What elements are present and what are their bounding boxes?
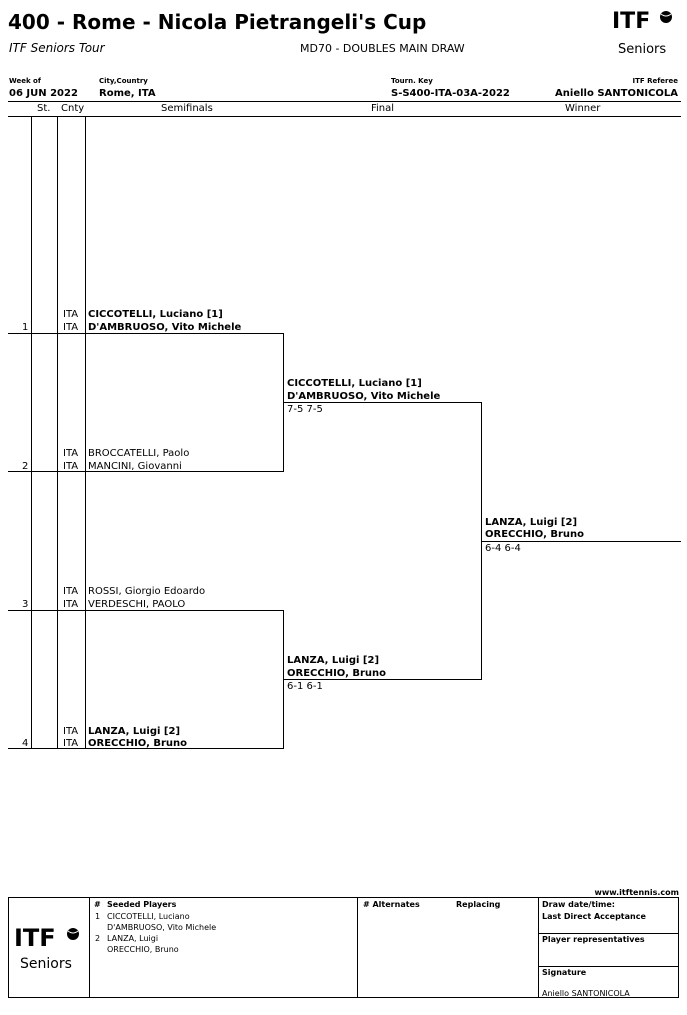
entry-1-cnty-1: ITA [63,309,79,320]
entry-4-number: 4 [22,738,29,749]
entry-4-line [8,748,284,749]
draw-date-label: Draw date/time: [542,900,615,909]
header-rule-bottom [8,116,681,117]
winner-player-2: ORECCHIO, Bruno [485,529,585,540]
winner-player-1: LANZA, Luigi [2] [485,517,578,528]
referee-value: Aniello SANTONICOLA [555,88,678,99]
alternates-title: # Alternates [363,900,420,909]
entry-3-line [8,610,284,611]
entry-2-player-2: MANCINI, Giovanni [88,461,182,472]
footer-box [8,897,679,998]
entry-3-player-2: VERDESCHI, PAOLO [88,599,186,610]
cnty-col-rule-right [85,116,86,749]
semifinal-1-connector [283,333,284,472]
last-direct-acceptance-label: Last Direct Acceptance [542,912,646,921]
seed-2-player-a: LANZA, Luigi [107,934,159,943]
seed-2-player-b: ORECCHIO, Bruno [107,945,179,954]
final-2-line [284,679,482,680]
tourn-key-value: S-S400-ITA-03A-2022 [391,88,510,99]
final-1-line [284,402,482,403]
winner-line [482,541,681,542]
entry-2-number: 2 [22,461,29,472]
replacing-title: Replacing [456,900,501,909]
signature-label: Signature [542,968,587,977]
city-label: City,Country [99,77,148,85]
entry-2-player-1: BROCCATELLI, Paolo [88,448,190,459]
logo-seniors-text: Seniors [618,42,667,57]
col-winner: Winner [565,103,601,114]
draw-name: MD70 - DOUBLES MAIN DRAW [300,42,465,55]
itf-seniors-logo: ITF Seniors [612,9,674,59]
footer-itf-seniors-logo: ITF Seniors [14,924,84,976]
entry-2-cnty-2: ITA [63,461,79,472]
logo-itf-text: ITF [612,9,651,34]
city-value: Rome, ITA [99,88,156,99]
entry-3-cnty-2: ITA [63,599,79,610]
entry-2-cnty-1: ITA [63,448,79,459]
entry-4-player-2: ORECCHIO, Bruno [88,738,188,749]
footer-hrule-2 [538,966,679,967]
header-rule-top [8,101,681,102]
final-2-player-2: ORECCHIO, Bruno [287,668,387,679]
final-2-score: 6-1 6-1 [287,681,323,692]
footer-divider-1 [89,897,90,998]
week-value: 06 JUN 2022 [9,88,78,99]
player-representatives-label: Player representatives [542,935,645,944]
footer-logo-itf-text: ITF [14,924,56,952]
footer-divider-2 [357,897,358,998]
final-connector [481,402,482,680]
entry-1-line [8,333,284,334]
footer-tennis-ball-icon [67,928,79,940]
tournament-title: 400 - Rome - Nicola Pietrangeli's Cup [8,10,427,34]
col-st: St. [37,103,51,114]
entry-1-player-2: D'AMBRUOSO, Vito Michele [88,322,242,333]
entry-4-player-1: LANZA, Luigi [2] [88,726,181,737]
entry-4-cnty-1: ITA [63,726,79,737]
final-1-player-2: D'AMBRUOSO, Vito Michele [287,391,441,402]
final-1-score: 7-5 7-5 [287,404,323,415]
entry-1-number: 1 [22,322,29,333]
footer-hrule-1 [538,933,679,934]
col-cnty: Cnty [61,103,85,114]
seed-1-number: 1 [95,912,101,921]
st-col-rule [31,116,32,749]
seeded-title: Seeded Players [107,900,177,909]
tennis-ball-icon [660,11,672,23]
final-2-player-1: LANZA, Luigi [2] [287,655,380,666]
website-link[interactable]: www.itftennis.com [594,888,679,897]
entry-3-number: 3 [22,599,29,610]
winner-score: 6-4 6-4 [485,543,521,554]
footer-divider-3 [538,897,539,998]
tour-subtitle: ITF Seniors Tour [9,41,105,55]
referee-label: ITF Referee [632,77,678,85]
entry-1-player-1: CICCOTELLI, Luciano [1] [88,309,223,320]
final-1-player-1: CICCOTELLI, Luciano [1] [287,378,422,389]
seed-2-number: 2 [95,934,101,943]
entry-3-cnty-1: ITA [63,586,79,597]
col-semifinals: Semifinals [161,103,213,114]
week-label: Week of [9,77,41,85]
entry-4-cnty-2: ITA [63,738,79,749]
entry-1-cnty-2: ITA [63,322,79,333]
tourn-key-label: Tourn. Key [391,77,433,85]
seeded-hash: # [94,900,101,909]
seed-1-player-a: CICCOTELLI, Luciano [107,912,190,921]
col-final: Final [371,103,395,114]
entry-3-player-1: ROSSI, Giorgio Edoardo [88,586,206,597]
footer-logo-seniors-text: Seniors [20,956,72,972]
cnty-col-rule-left [57,116,58,749]
signature-name: Aniello SANTONICOLA [542,989,630,998]
entry-2-line [8,471,284,472]
semifinal-2-connector [283,610,284,749]
seed-1-player-b: D'AMBRUOSO, Vito Michele [107,923,217,932]
